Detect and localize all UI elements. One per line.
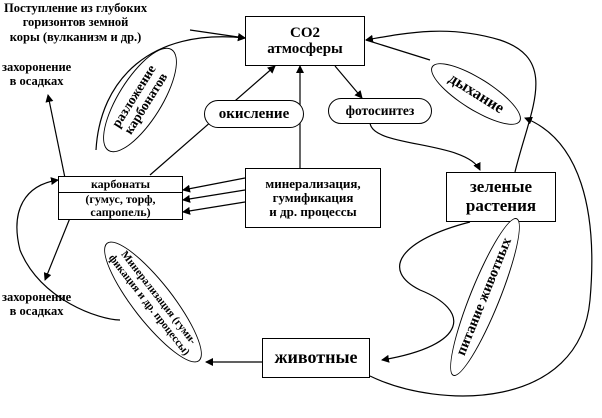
animals-box: животные <box>262 338 370 378</box>
arrow-carbonates-to-burial-top <box>45 94 66 179</box>
arrow-mineralization-to-carbonates-2 <box>182 189 246 203</box>
burial-top-label: захоронение в осадках <box>2 60 72 89</box>
burial-bottom-label: захоронение в осадках <box>2 290 72 319</box>
arrow-animals-to-respiration <box>369 116 593 397</box>
mineralization-box: минерализация, гумификация и др. процесс… <box>245 168 381 228</box>
green-plants-box: зеленые растения <box>446 172 556 222</box>
arrow-carbonates-to-co2 <box>95 33 246 151</box>
oxidation-label: окисление <box>204 100 304 128</box>
arrow-mineralization-to-carbonates-1 <box>182 177 246 193</box>
volcanic-input-label: Поступление из глубоких горизонтов земно… <box>4 1 148 44</box>
arrow-plants-to-animals <box>381 221 471 363</box>
arrow-carbonates-to-burial-bottom <box>43 217 71 281</box>
arrow-mineralization-to-carbonates-3 <box>182 201 246 215</box>
arrow-photosynthesis-to-plants <box>369 121 481 171</box>
arrow-co2-to-respiration <box>365 39 431 61</box>
photosynthesis-label: фотосинтез <box>328 98 432 124</box>
carbonates-box: карбонаты (гумус, торф, сапропель) <box>58 176 183 220</box>
arrow-co2-to-photosynthesis <box>334 65 363 99</box>
arrow-oval-to-carbonates <box>16 177 121 321</box>
co2-atmosphere-box: CO2 атмосферы <box>245 16 365 66</box>
